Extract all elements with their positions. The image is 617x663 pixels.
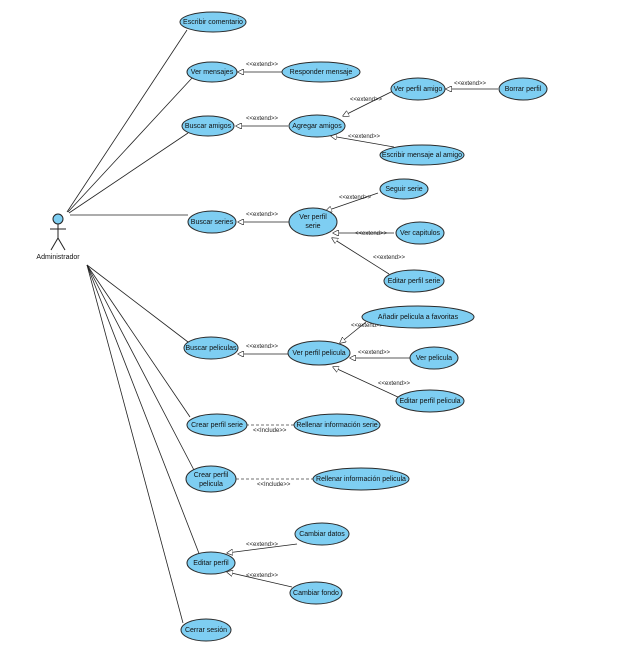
use-case-label: Cambiar datos (299, 531, 345, 538)
actor-head-icon (52, 213, 64, 225)
use-case-label: Editar perfil serie (388, 278, 441, 285)
assoc-ver-mensajes (67, 77, 193, 213)
extend-seguir-serie (326, 192, 379, 211)
label-extend: <<extend>> (246, 573, 279, 579)
extend-escribir-mensaje-amigo (331, 136, 395, 148)
extend-relations (227, 72, 498, 588)
use-case-label: Escribir mensaje al amigo (382, 152, 462, 159)
label-extend: <<extend>> (246, 542, 279, 548)
include-relations (236, 424, 314, 480)
use-case-editar-perfil[interactable]: Editar perfil (186, 551, 236, 575)
use-case-escribir-mensaje-amigo[interactable]: Escribir mensaje al amigo (379, 144, 465, 166)
use-case-label: serie (305, 223, 320, 230)
stereotype-labels: <<extend>> <<extend>> <<extend>> <<exten… (246, 62, 487, 579)
use-case-buscar-amigos[interactable]: Buscar amigos (181, 115, 235, 137)
use-case-label: Cerrar sesión (185, 627, 227, 634)
label-include: <<Include>> (257, 482, 291, 488)
use-case-label: Rellenar información pelicula (316, 476, 406, 483)
extend-anadir-pelicula (340, 321, 367, 343)
use-case-borrar-perfil[interactable]: Borrar perfil (498, 77, 548, 101)
use-case-label: Ver pelicula (416, 355, 452, 362)
use-case-label: Agregar amigos (292, 123, 342, 130)
extend-cambiar-fondo (227, 572, 293, 588)
use-case-ver-pelicula[interactable]: Ver pelicula (409, 346, 459, 370)
use-case-label: Buscar amigos (185, 123, 232, 130)
use-case-label: Buscar peliculas (186, 345, 237, 352)
use-case-ver-mensajes[interactable]: Ver mensajes (186, 61, 238, 83)
use-case-rellenar-informacion-pelicula[interactable]: Rellenar información pelicula (312, 467, 410, 491)
assoc-buscar-peliculas (86, 264, 189, 343)
assoc-crear-perfil-serie (86, 264, 191, 418)
use-case-label: Rellenar información serie (296, 422, 377, 429)
assoc-crear-perfil-pelicula (86, 264, 196, 473)
use-case-label: pelicula (199, 481, 223, 488)
use-case-responder-mensaje[interactable]: Responder mensaje (281, 61, 361, 83)
use-case-cerrar-sesion[interactable]: Cerrar sesión (180, 618, 232, 642)
assoc-buscar-amigos (68, 132, 189, 214)
use-case-anadir-pelicula-favoritas[interactable]: Añadir pelicula a favoritas (361, 305, 475, 329)
label-include: <<Include>> (253, 428, 287, 434)
use-case-seguir-serie[interactable]: Seguir serie (379, 178, 429, 200)
use-case-label: Ver perfil (299, 214, 327, 221)
use-case-cambiar-fondo[interactable]: Cambiar fondo (289, 581, 343, 605)
label-extend: <<extend>> (351, 323, 384, 329)
use-case-label: Crear perfil (194, 472, 229, 479)
use-case-label: Ver capitulos (400, 230, 441, 237)
use-case-rellenar-informacion-serie[interactable]: Rellenar información serie (293, 413, 381, 437)
extend-editar-perfil-serie (332, 238, 390, 275)
use-case-label: Seguir serie (385, 186, 422, 193)
use-case-agregar-amigos[interactable]: Agregar amigos (288, 114, 346, 138)
assoc-editar-perfil (86, 264, 201, 557)
label-extend: <<extend>> (373, 255, 406, 261)
use-case-ver-perfil-amigo[interactable]: Ver perfil amigo (390, 77, 446, 101)
use-case-label: Cambiar fondo (293, 590, 339, 597)
assoc-cerrar-sesion (86, 264, 184, 624)
use-case-ver-perfil-pelicula[interactable]: Ver perfil pelicula (287, 340, 351, 366)
use-case-label: Editar perfil pelicula (399, 398, 460, 405)
use-case-label: Añadir pelicula a favoritas (378, 314, 459, 321)
actor-label: Administrador (36, 254, 80, 261)
use-case-ver-capitulos[interactable]: Ver capitulos (395, 221, 445, 245)
label-extend: <<extend>> (350, 97, 383, 103)
use-case-label: Responder mensaje (290, 69, 353, 76)
use-case-label: Ver mensajes (191, 69, 234, 76)
use-case-label: Escribir comentario (183, 19, 243, 26)
label-extend: <<extend>> (246, 344, 279, 350)
label-extend: <<extend>> (348, 134, 381, 140)
extend-ver-perfil-amigo (343, 90, 394, 116)
label-extend: <<extend>> (454, 81, 487, 87)
use-case-label: Borrar perfil (505, 86, 542, 93)
label-extend: <<extend>> (339, 195, 372, 201)
actor-associations (66, 29, 201, 624)
use-case-label: Ver perfil amigo (394, 86, 443, 93)
label-extend: <<extend>> (378, 381, 411, 387)
use-case-cambiar-datos[interactable]: Cambiar datos (294, 522, 350, 546)
actor-administrador[interactable]: Administrador (36, 213, 80, 261)
use-case-buscar-series[interactable]: Buscar series (187, 210, 237, 234)
use-case-editar-perfil-pelicula[interactable]: Editar perfil pelicula (395, 389, 465, 413)
use-case-crear-perfil-pelicula[interactable]: Crear perfil pelicula (185, 465, 237, 493)
use-case-escribir-comentario[interactable]: Escribir comentario (179, 11, 247, 33)
use-case-label: Ver perfil pelicula (292, 350, 345, 357)
use-case-buscar-peliculas[interactable]: Buscar peliculas (183, 336, 239, 360)
use-case-crear-perfil-serie[interactable]: Crear perfil serie (186, 413, 248, 437)
extend-cambiar-datos (227, 543, 298, 553)
use-case-label: Editar perfil (193, 560, 229, 567)
use-case-ver-perfil-serie[interactable]: Ver perfil serie (288, 207, 338, 237)
use-case-label: Crear perfil serie (191, 422, 243, 429)
use-case-editar-perfil-serie[interactable]: Editar perfil serie (383, 269, 445, 293)
use-case-label: Buscar series (191, 219, 234, 226)
assoc-escribir-comentario (66, 29, 188, 213)
label-extend: <<extend>> (246, 212, 279, 218)
label-extend: <<extend>> (246, 62, 279, 68)
label-extend: <<extend>> (355, 231, 388, 237)
extend-editar-perfil-pelicula (333, 367, 401, 399)
label-extend: <<extend>> (358, 350, 391, 356)
label-extend: <<extend>> (246, 116, 279, 122)
